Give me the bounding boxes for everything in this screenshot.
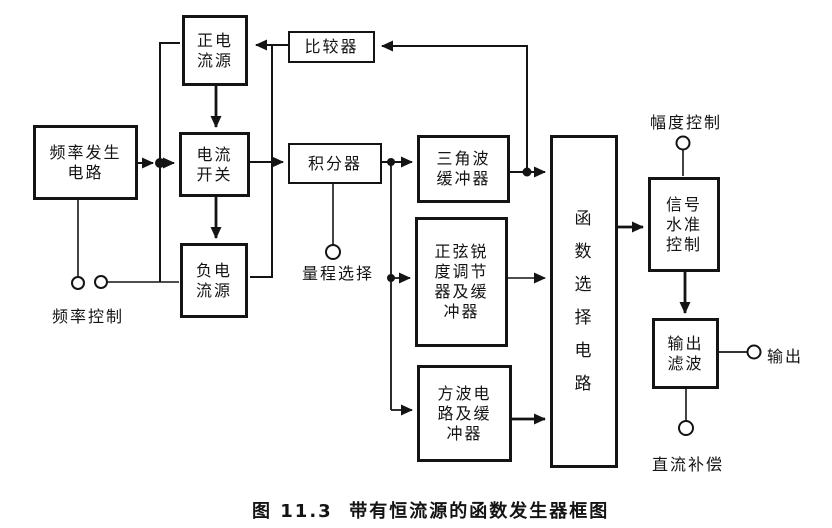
block-sine-shaper-buffer: 正弦锐 度调节 器及缓 冲器	[415, 217, 508, 347]
wire-feedback-to-comparator	[381, 40, 528, 172]
label-amplitude-control: 幅度控制	[650, 113, 723, 132]
block-frequency-generator: 频率发生 电路	[33, 125, 138, 200]
label-output: 输出	[767, 347, 804, 366]
junction-dot-freq-node	[155, 158, 165, 168]
label-range-select: 量程选择	[302, 264, 375, 283]
block-comparator: 比较器	[288, 31, 375, 63]
block-signal-level-control: 信号 水准 控制	[648, 177, 720, 272]
block-output-filter: 输出 滤波	[652, 318, 719, 389]
block-positive-current-source: 正电 流源	[182, 15, 248, 86]
terminal-dc-compensation	[678, 420, 694, 436]
block-integrator: 积分器	[288, 143, 382, 184]
terminal-frequency-control-a	[71, 276, 85, 290]
junction-dot-tri-output	[522, 167, 532, 177]
junction-dot-sine-branch	[387, 274, 395, 282]
figure-caption: 图 11.3 带有恒流源的函数发生器框图	[252, 501, 610, 522]
terminal-amplitude-control	[675, 135, 691, 151]
terminal-frequency-control-b	[94, 275, 108, 289]
wire-comparator-branch-to-neg-current	[250, 45, 273, 278]
block-negative-current-source: 负电 流源	[180, 243, 248, 318]
label-dc-compensation: 直流补偿	[652, 455, 725, 474]
block-square-wave-buffer: 方波电 路及缓 冲器	[417, 365, 512, 462]
junction-dot-integrator-output	[387, 158, 395, 166]
block-current-switch: 电流 开关	[179, 132, 250, 197]
block-function-selector: 函 数 选 择 电 路	[550, 135, 618, 468]
label-frequency-control: 频率控制	[52, 307, 125, 326]
block-triangle-buffer: 三角波 缓冲器	[417, 135, 510, 203]
terminal-output	[746, 344, 762, 360]
wire-freq-node-branch	[159, 42, 180, 282]
terminal-range-select	[325, 244, 341, 260]
